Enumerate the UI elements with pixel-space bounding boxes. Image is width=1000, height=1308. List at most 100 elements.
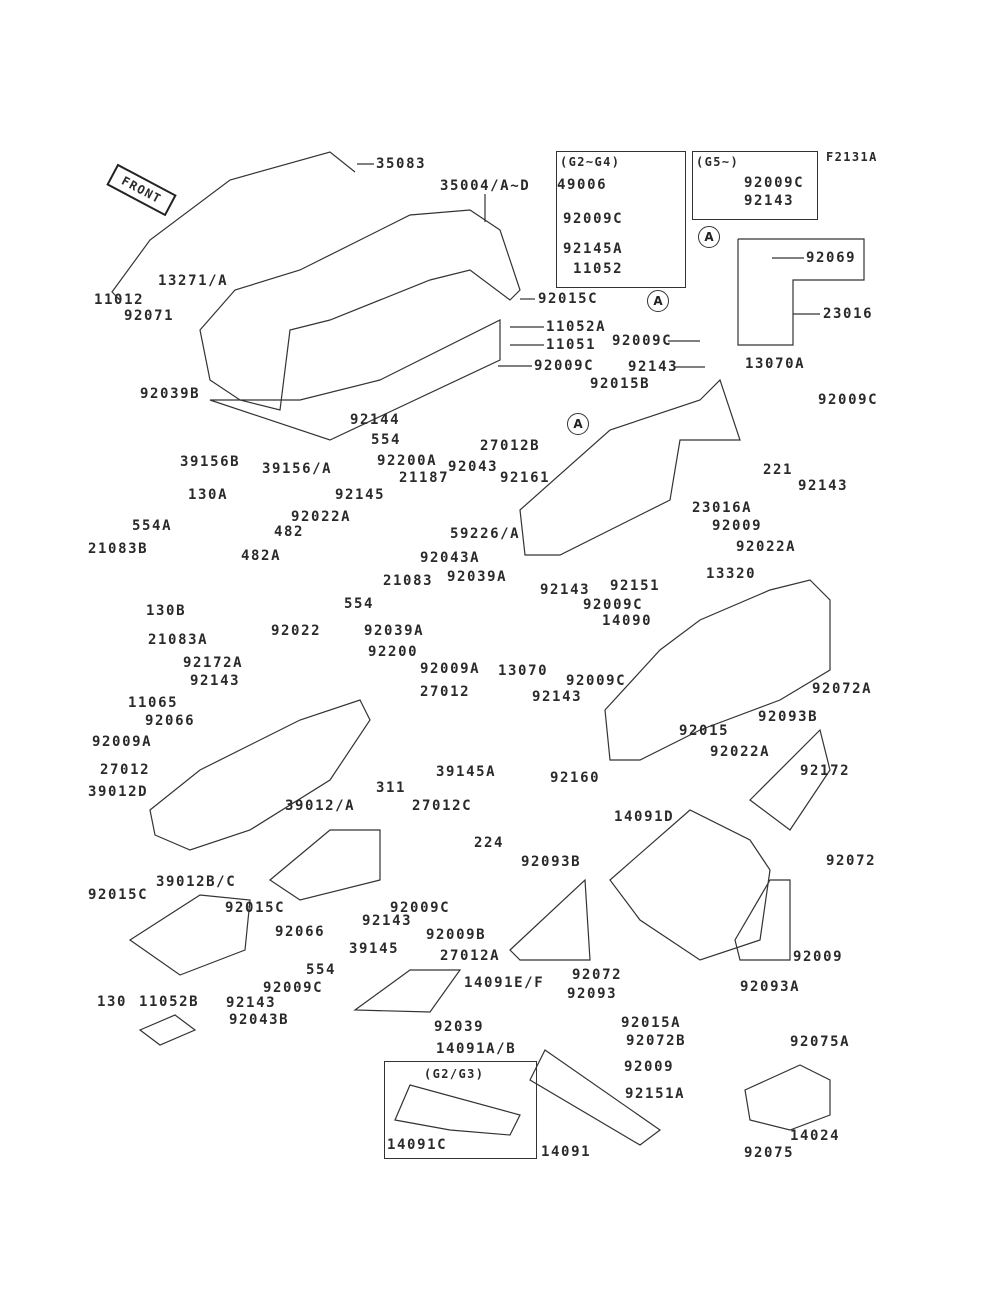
part-number-label: 130A: [188, 487, 229, 503]
part-number-label: 13070A: [745, 356, 806, 372]
part-number-label: 92093B: [758, 709, 819, 725]
inset-title-g2-g4: (G2~G4): [560, 155, 621, 169]
part-number-label: 92039A: [364, 623, 425, 639]
box-23016: [737, 238, 865, 346]
battery-box-14024: [744, 1064, 831, 1131]
part-number-label: 11051: [546, 337, 597, 353]
panel-59226: [519, 378, 741, 556]
part-number-label: 92161: [500, 470, 551, 486]
part-number-label: 92200: [368, 644, 419, 660]
inset-title-g2-g3: (G2/G3): [424, 1067, 485, 1081]
part-number-label: 59226/A: [450, 526, 521, 542]
part-number-label: 92143: [628, 359, 679, 375]
part-number-label: 92143: [540, 582, 591, 598]
part-number-label: 92015: [679, 723, 730, 739]
part-number-label: 221: [763, 462, 794, 478]
part-number-label: 482A: [241, 548, 282, 564]
cable-35083: [111, 151, 356, 301]
part-number-label: 39012/A: [285, 798, 356, 814]
part-number-label: 11065: [128, 695, 179, 711]
part-number-label: 92009B: [426, 927, 487, 943]
part-number-label: 27012B: [480, 438, 541, 454]
part-number-label: 92015B: [590, 376, 651, 392]
part-number-label: 21083B: [88, 541, 149, 557]
diagram-code: F2131A: [826, 150, 878, 164]
part-number-label: 554: [371, 432, 402, 448]
part-number-label: 92093A: [740, 979, 801, 995]
part-number-label: 92022A: [710, 744, 771, 760]
part-number-label: 92143: [362, 913, 413, 929]
floor-14091C: [394, 1084, 521, 1136]
part-number-label: 92009C: [612, 333, 673, 349]
part-number-label: 92160: [550, 770, 601, 786]
part-number-label: 14091A/B: [436, 1041, 517, 1057]
part-number-label: 92009C: [390, 900, 451, 916]
part-number-label: 92093B: [521, 854, 582, 870]
part-number-label: 92015C: [88, 887, 149, 903]
ref-marker-a: A: [567, 413, 589, 435]
part-number-label: 92043A: [420, 550, 481, 566]
part-number-label: 14024: [790, 1128, 841, 1144]
part-number-label: 92145: [335, 487, 386, 503]
part-number-label: 92072A: [812, 681, 873, 697]
floor-14091: [529, 1049, 662, 1146]
part-number-label: 554: [344, 596, 375, 612]
part-number-label: 92015C: [538, 291, 599, 307]
part-number-label: 224: [474, 835, 505, 851]
part-number-label: 39012D: [88, 784, 149, 800]
part-number-label: 92009C: [263, 980, 324, 996]
part-number-label: 27012C: [412, 798, 473, 814]
glovebox-39012D: [149, 699, 371, 851]
panel-14091D: [609, 809, 771, 961]
part-number-label: 92009C: [566, 673, 627, 689]
part-number-label: 92009: [712, 518, 763, 534]
part-number-label: 39012B/C: [156, 874, 237, 890]
part-number-label: 92143: [532, 689, 583, 705]
part-number-label: 554: [306, 962, 337, 978]
part-number-label: 92022A: [291, 509, 352, 525]
plate-14091AB: [353, 969, 462, 1013]
part-number-label: 11052A: [546, 319, 607, 335]
bracket-11052B: [138, 1014, 197, 1046]
part-number-label: 14090: [602, 613, 653, 629]
glovebox-39012BC: [128, 894, 251, 976]
glovebox-39012A: [268, 829, 381, 901]
part-number-label: 92071: [124, 308, 175, 324]
part-number-label: 27012A: [440, 948, 501, 964]
part-number-label: 92151: [610, 578, 661, 594]
ref-marker-a: A: [647, 290, 669, 312]
part-number-label: 13070: [498, 663, 549, 679]
part-number-label: 92143: [744, 193, 795, 209]
part-number-label: 482: [274, 524, 305, 540]
part-number-label: 92143: [190, 673, 241, 689]
part-number-label: 92015A: [621, 1015, 682, 1031]
part-number-label: 14091C: [387, 1137, 448, 1153]
part-number-label: 92072: [572, 967, 623, 983]
part-number-label: 23016A: [692, 500, 753, 516]
part-number-label: 92043B: [229, 1012, 290, 1028]
part-number-label: 92009C: [583, 597, 644, 613]
bracket-92093B-2: [509, 878, 591, 961]
part-number-label: 14091D: [614, 809, 675, 825]
part-number-label: 92066: [275, 924, 326, 940]
part-number-label: 11052B: [139, 994, 200, 1010]
part-number-label: 14091E/F: [464, 975, 545, 991]
part-number-label: 92144: [350, 412, 401, 428]
part-number-label: 39156/A: [262, 461, 333, 477]
part-number-label: 92009A: [420, 661, 481, 677]
part-number-label: 554A: [132, 518, 173, 534]
part-number-label: 14091: [541, 1144, 592, 1160]
part-number-label: 92072B: [626, 1033, 687, 1049]
inset-box-g5: [692, 151, 818, 220]
part-number-label: 27012: [420, 684, 471, 700]
part-number-label: 92022: [271, 623, 322, 639]
part-number-label: 92022A: [736, 539, 797, 555]
part-number-label: 92039: [434, 1019, 485, 1035]
part-number-label: 11052: [573, 261, 624, 277]
part-number-label: 39145A: [436, 764, 497, 780]
part-number-label: 27012: [100, 762, 151, 778]
part-number-label: 92172A: [183, 655, 244, 671]
part-number-label: 92093: [567, 986, 618, 1002]
